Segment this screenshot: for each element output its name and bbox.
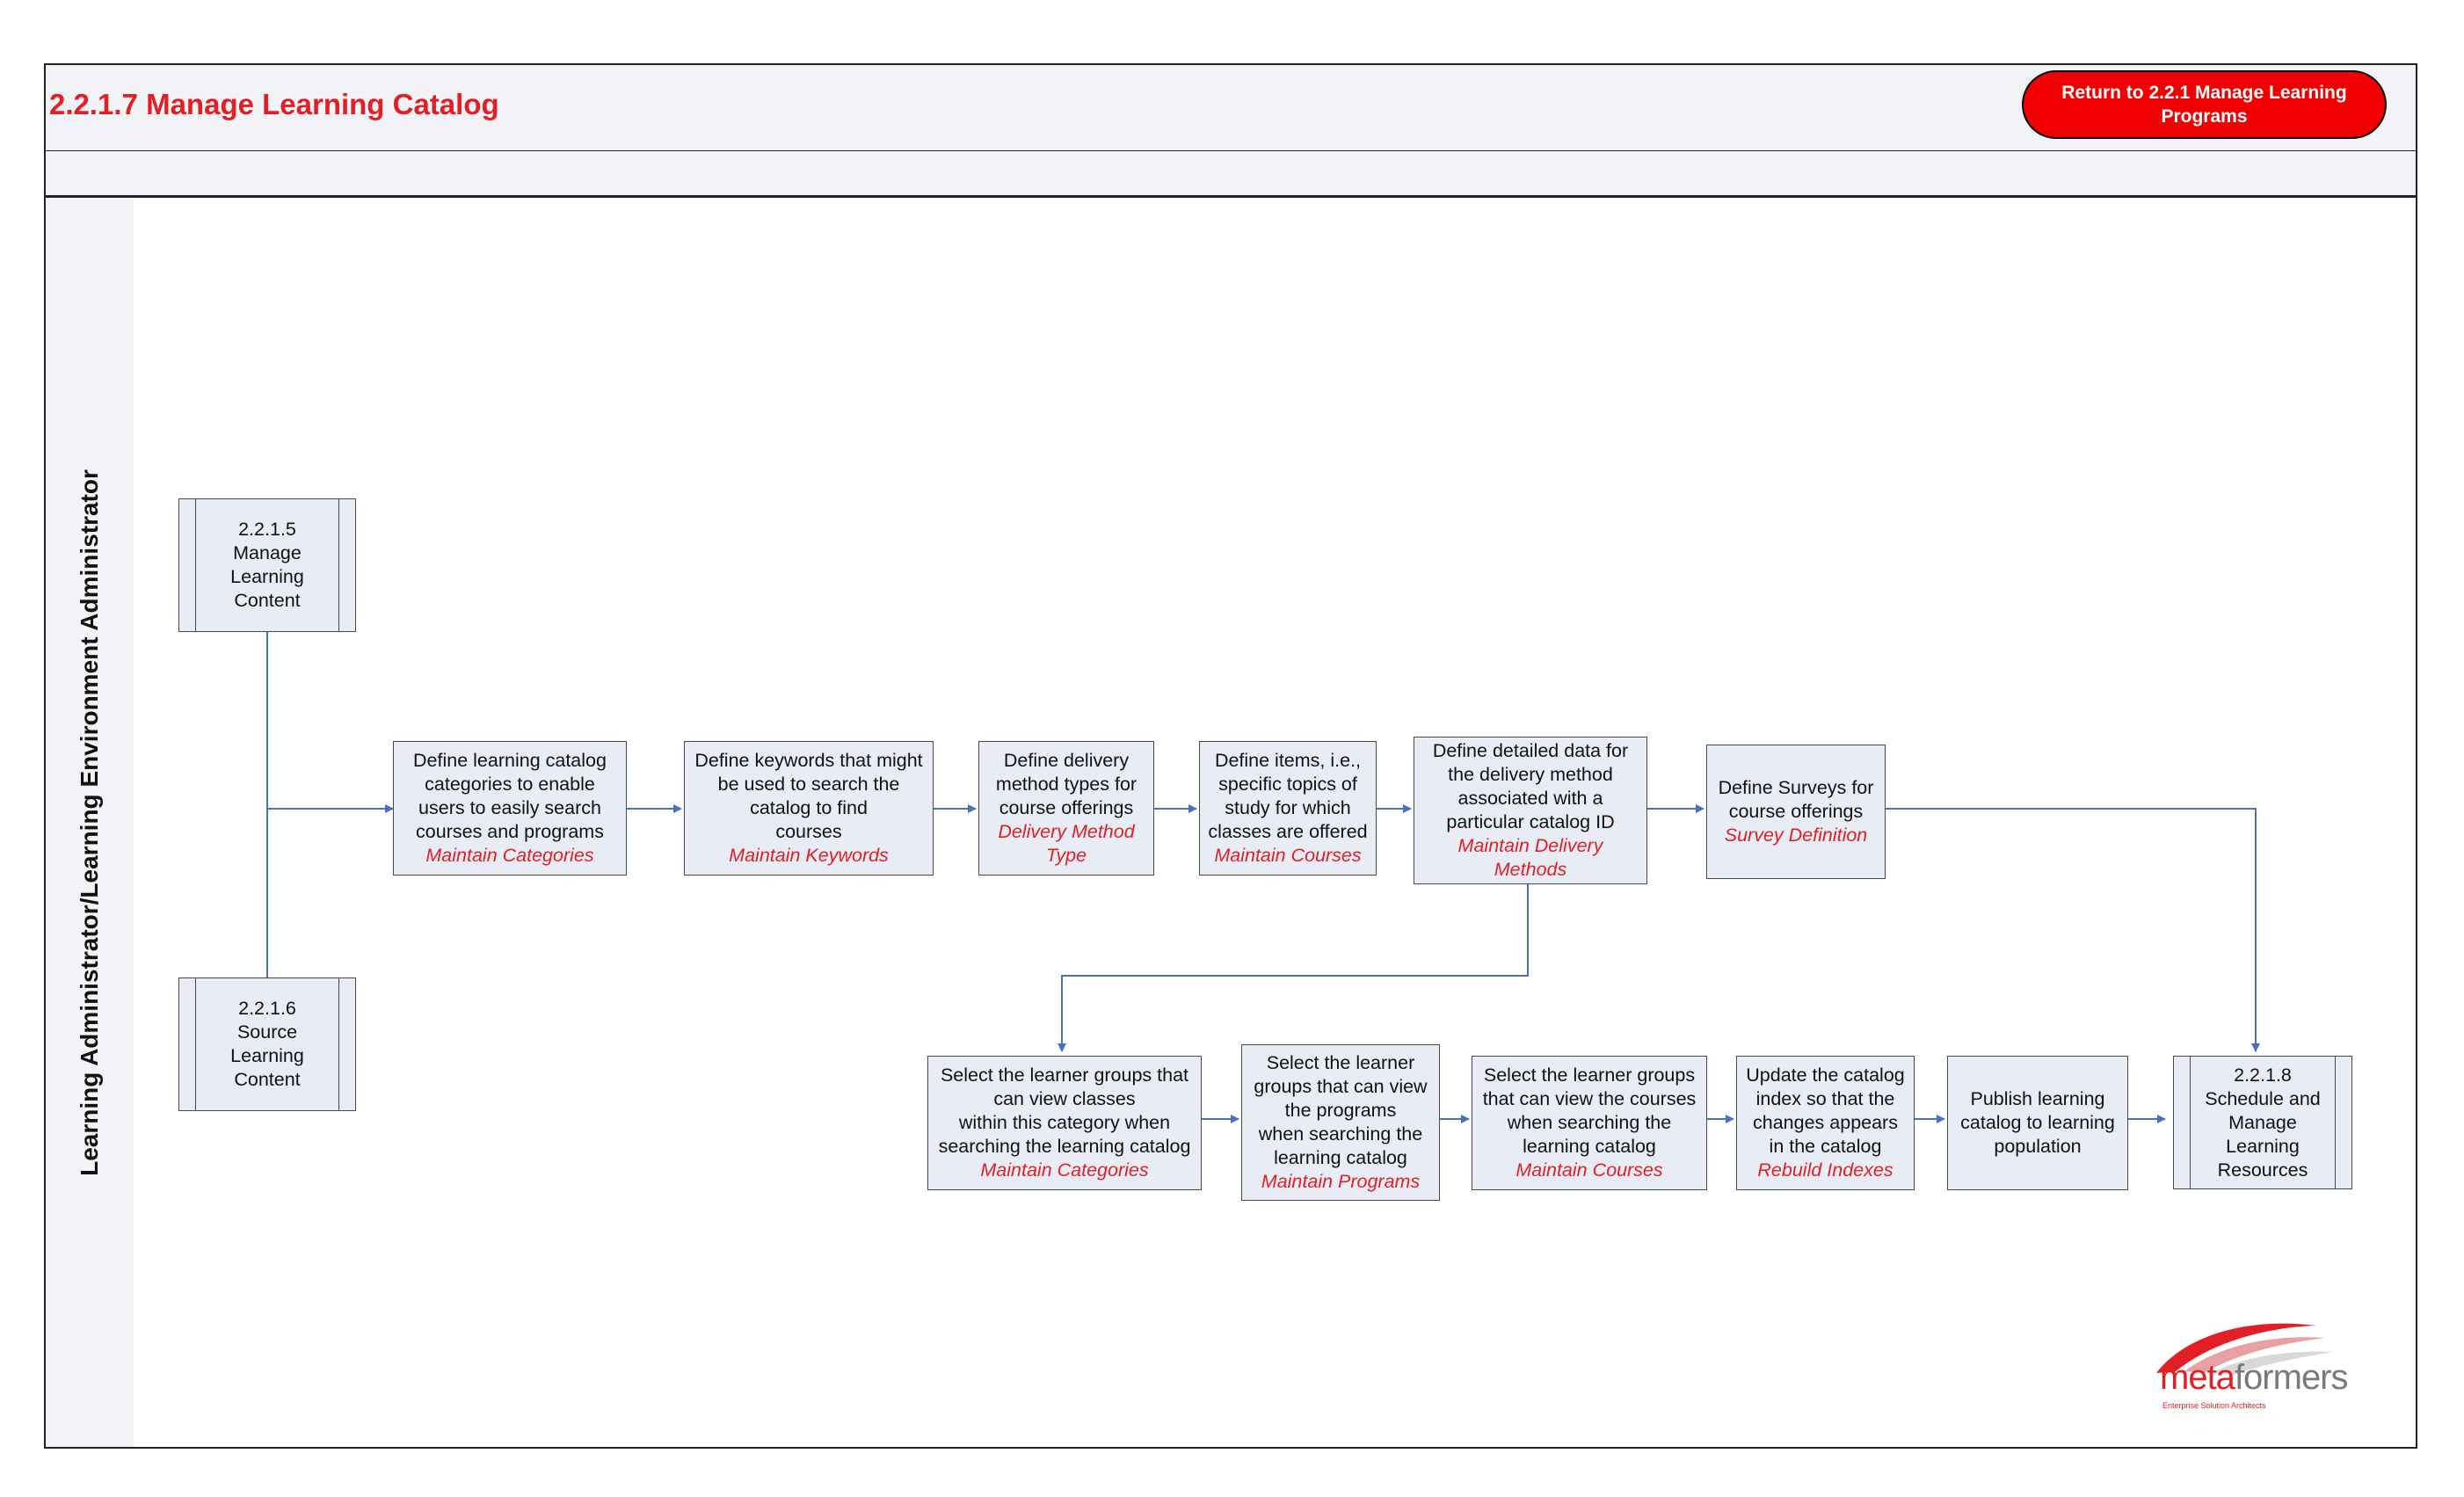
logo-tagline: Enterprise Solution Architects xyxy=(2162,1401,2266,1410)
subprocess-schedule-manage-resources[interactable]: 2.2.1.8 Schedule and Manage Learning Res… xyxy=(2173,1056,2352,1189)
step-select-groups-categories[interactable]: Select the learner groups that can view … xyxy=(927,1056,1202,1190)
subprocess-manage-learning-content[interactable]: 2.2.1.5 Manage Learning Content xyxy=(178,498,356,632)
page-title: 2.2.1.7 Manage Learning Catalog xyxy=(49,88,499,120)
transaction-label: Delivery Method Type xyxy=(998,821,1135,866)
transaction-label: Maintain Categories xyxy=(425,845,594,866)
sub-header-band xyxy=(44,151,2417,197)
step-text: Select the learner groups that can view … xyxy=(938,1065,1191,1157)
step-define-delivery-data[interactable]: Define detailed data for the delivery me… xyxy=(1414,737,1647,884)
swimlane-label: Learning Administrator/Learning Environm… xyxy=(76,469,103,1176)
transaction-label: Survey Definition xyxy=(1724,825,1868,846)
step-text: Select the learner groups that can view … xyxy=(1482,1065,1697,1157)
subprocess-source-learning-content[interactable]: 2.2.1.6 Source Learning Content xyxy=(178,977,356,1111)
step-text: Define detailed data for the delivery me… xyxy=(1432,740,1629,832)
transaction-label: Maintain Categories xyxy=(980,1159,1149,1181)
swimlane-header xyxy=(44,196,135,1449)
transaction-label: Maintain Keywords xyxy=(729,845,889,866)
step-update-catalog-index[interactable]: Update the catalog index so that the cha… xyxy=(1736,1056,1915,1190)
step-text: Select the learner groups that can view … xyxy=(1254,1052,1428,1168)
transaction-label: Maintain Programs xyxy=(1261,1171,1421,1192)
step-text: Define delivery method types for course … xyxy=(995,750,1138,818)
step-define-delivery-method-types[interactable]: Define delivery method types for course … xyxy=(978,741,1154,876)
transaction-label: Maintain Courses xyxy=(1214,845,1362,866)
transaction-label: Maintain Courses xyxy=(1515,1159,1663,1181)
step-text: Define learning catalog categories to en… xyxy=(413,750,607,842)
transaction-label: Rebuild Indexes xyxy=(1757,1159,1893,1181)
logo-wordmark: metaformers xyxy=(2160,1358,2349,1398)
step-define-keywords[interactable]: Define keywords that might be used to se… xyxy=(684,741,934,876)
step-text: Define keywords that might be used to se… xyxy=(694,750,923,842)
step-text: Publish learning catalog to learning pop… xyxy=(1960,1088,2115,1157)
step-publish-catalog[interactable]: Publish learning catalog to learning pop… xyxy=(1947,1056,2128,1190)
step-select-groups-courses[interactable]: Select the learner groups that can view … xyxy=(1472,1056,1707,1190)
return-button[interactable]: Return to 2.2.1 Manage Learning Programs xyxy=(2022,70,2387,139)
step-select-groups-programs[interactable]: Select the learner groups that can view … xyxy=(1241,1044,1440,1201)
transaction-label: Maintain Delivery Methods xyxy=(1457,835,1603,880)
step-define-surveys[interactable]: Define Surveys for course offerings Surv… xyxy=(1706,745,1886,879)
step-text: Update the catalog index so that the cha… xyxy=(1746,1065,1905,1157)
logo-meta: meta xyxy=(2160,1358,2235,1397)
metaformers-logo-icon xyxy=(2156,1323,2334,1375)
step-define-items[interactable]: Define items, i.e., specific topics of s… xyxy=(1199,741,1377,876)
step-define-categories[interactable]: Define learning catalog categories to en… xyxy=(393,741,627,876)
step-text: Define items, i.e., specific topics of s… xyxy=(1208,750,1368,842)
step-text: Define Surveys for course offerings xyxy=(1718,777,1874,822)
logo-formers: formers xyxy=(2234,1358,2349,1397)
